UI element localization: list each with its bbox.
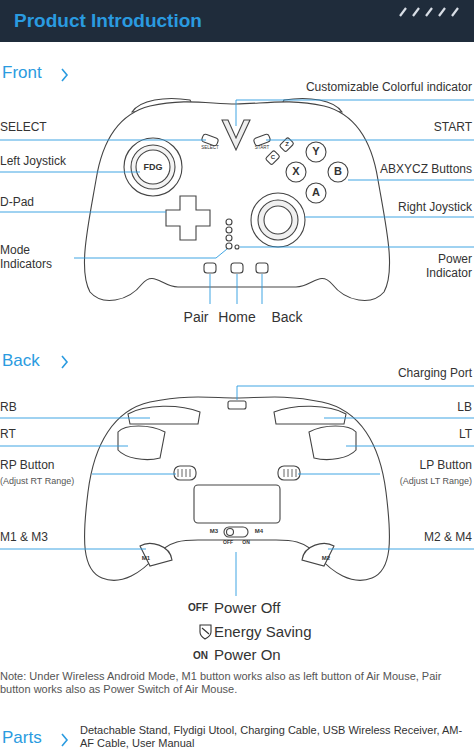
grip-hatch [178,469,296,477]
part-label: RP Button [0,459,54,473]
button-text: M2 [322,555,330,562]
band-slashes [400,8,458,16]
button-letter: X [292,165,299,178]
switch-state: OFF [188,602,208,614]
part-label: ABXYCZ Buttons [380,163,472,177]
section-chevrons [62,69,67,746]
note-text: Note: Under Wireless Android Mode, M1 bu… [0,670,472,695]
switch-label: Power On [214,646,281,663]
part-label: Power Indicator [408,253,472,281]
logo-text: FDG [144,162,163,172]
part-label: Pair [184,309,209,325]
button-text: M1 [142,555,150,562]
button-letter: A [312,186,320,199]
button-letter: C [271,154,275,161]
part-label: LB [457,401,472,415]
energy-icon [200,625,211,639]
button-text: M3 [210,528,218,535]
part-label: SELECT [0,121,47,135]
part-label: M1 & M3 [0,531,48,545]
part-label: Right Joystick [398,201,472,215]
button-text: M4 [255,528,263,535]
page-title: Product Introduction [14,10,202,32]
part-label: RB [0,401,17,415]
switch-label: Energy Saving [214,623,312,640]
section-heading: Back [2,351,40,371]
part-label: Mode Indicators [0,244,64,272]
part-label: Home [218,309,255,325]
part-label: LP Button [420,459,473,473]
button-letter: B [334,165,342,178]
part-label: M2 & M4 [424,531,472,545]
part-label: Back [271,309,302,325]
part-label: RT [0,428,16,442]
part-label: D-Pad [0,196,34,210]
part-label: Customizable Colorful indicator [306,81,472,95]
part-label: Charging Port [398,367,472,381]
section-heading: Parts [2,728,42,748]
back-controller [85,397,390,580]
button-letter: Z [285,141,289,148]
button-letter: Y [312,145,319,158]
part-note: (Adjust LT Range) [400,476,472,486]
button-text: START [255,145,269,150]
switch-state: ON [193,650,208,662]
part-label: START [434,121,472,135]
button-text: SELECT [201,145,219,150]
part-note: (Adjust RT Range) [0,476,74,486]
section-heading: Front [2,63,42,83]
switch-text: ON [242,540,250,546]
front-controller [84,99,389,301]
title-band [0,0,474,42]
part-label: Left Joystick [0,155,66,169]
switch-label: Power Off [214,599,280,616]
part-label: LT [459,428,472,442]
parts-text: Detachable Stand, Flydigi Utool, Chargin… [80,724,472,749]
switch-text: OFF [223,540,233,546]
leader-lines [0,100,474,596]
